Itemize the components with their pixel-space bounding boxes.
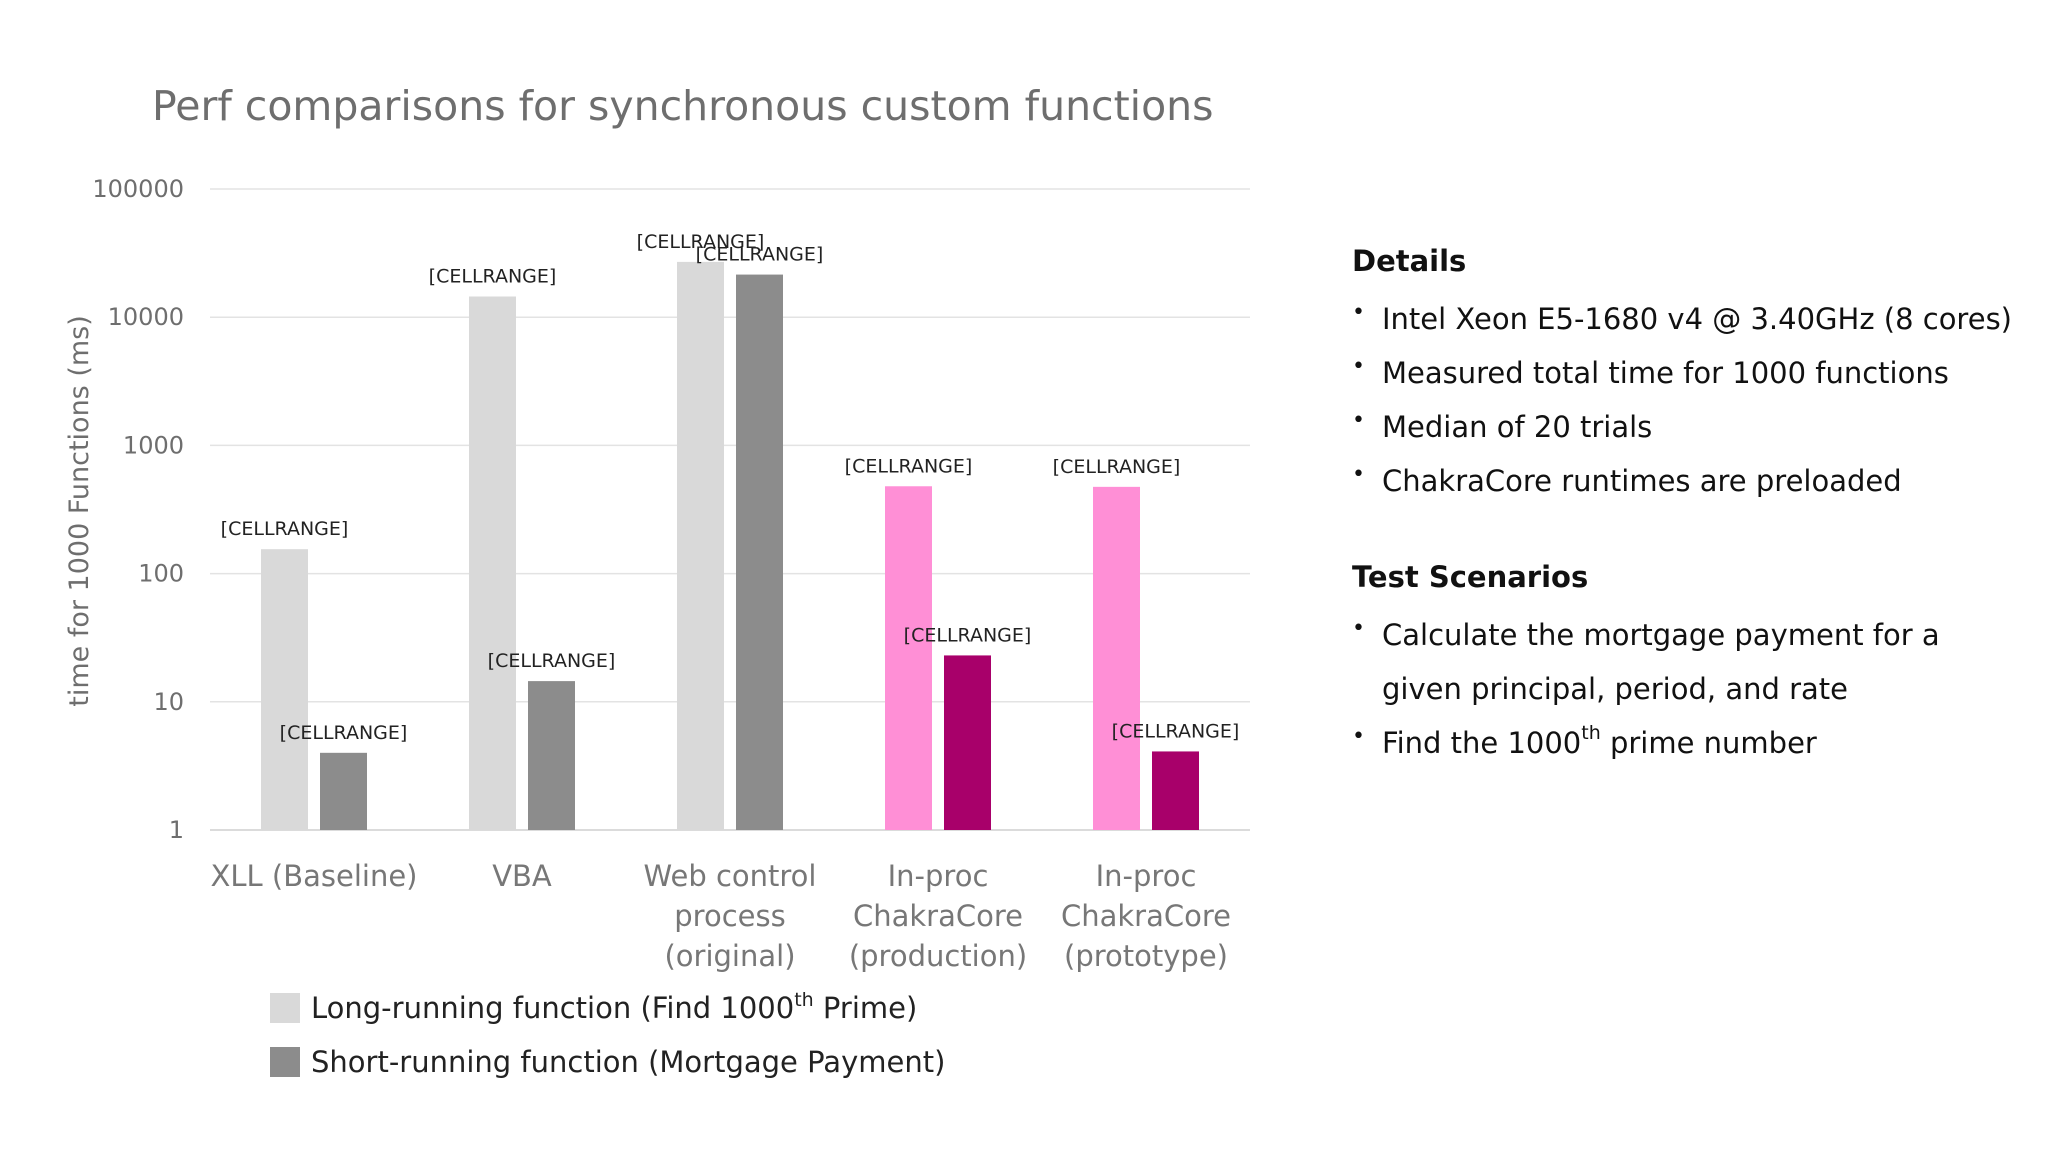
chart-title: Perf comparisons for synchronous custom …	[152, 82, 1214, 130]
data-label: [CELLRANGE]	[221, 518, 349, 540]
legend-swatch	[270, 993, 300, 1023]
details-heading: Details	[1352, 244, 1467, 278]
bar	[320, 752, 367, 830]
scenario-superscript: th	[1581, 722, 1601, 744]
y-axis-label: time for 1000 Functions (ms)	[64, 315, 95, 707]
details-item: Measured total time for 1000 functions	[1352, 340, 2012, 400]
bar	[1093, 486, 1140, 830]
details-section: Details Intel Xeon E5-1680 v4 @ 3.40GHz …	[1352, 240, 2012, 508]
data-label: [CELLRANGE]	[1053, 456, 1181, 478]
y-tick-label: 1	[169, 816, 184, 844]
bars	[261, 261, 1199, 830]
details-item: ChakraCore runtimes are preloaded	[1352, 448, 2012, 508]
x-category-label: VBA	[492, 859, 552, 893]
scenario-text: Find the 1000	[1382, 726, 1582, 760]
data-label: [CELLRANGE]	[488, 650, 616, 672]
gridlines	[210, 188, 1250, 831]
data-labels: [CELLRANGE][CELLRANGE][CELLRANGE][CELLRA…	[221, 231, 1240, 744]
scenario-text-end: prime number	[1600, 726, 1817, 760]
details-item: Median of 20 trials	[1352, 394, 2012, 454]
bar	[944, 655, 991, 830]
data-label: [CELLRANGE]	[280, 722, 408, 744]
y-tick-label: 10	[153, 688, 184, 716]
bar	[261, 549, 308, 830]
y-tick-label: 100	[138, 560, 184, 588]
scenario-item: Calculate the mortgage payment for a giv…	[1352, 602, 2012, 716]
data-label: [CELLRANGE]	[429, 266, 557, 288]
scenarios-list: Calculate the mortgage payment for a giv…	[1352, 602, 2012, 770]
bar	[736, 274, 783, 830]
details-item: Intel Xeon E5-1680 v4 @ 3.40GHz (8 cores…	[1352, 286, 2012, 346]
scenarios-heading: Test Scenarios	[1352, 560, 1589, 594]
x-category-label: XLL (Baseline)	[211, 859, 418, 893]
y-axis-ticks: 1 10 100 1000 10000 100000	[92, 175, 184, 844]
chart: Perf comparisons for synchronous custom …	[64, 82, 1250, 1079]
bar	[469, 296, 516, 830]
y-tick-label: 100000	[92, 175, 184, 203]
scenario-item: Find the 1000th prime number	[1352, 710, 2012, 770]
legend-swatch	[270, 1047, 300, 1077]
legend-label: Short-running function (Mortgage Payment…	[311, 1045, 945, 1079]
data-label: [CELLRANGE]	[1112, 720, 1240, 742]
legend-label: Long-running function (Find 1000th Prime…	[311, 989, 917, 1025]
y-tick-label: 10000	[108, 303, 184, 331]
data-label: [CELLRANGE]	[904, 624, 1032, 646]
bar	[677, 261, 724, 830]
y-tick-label: 1000	[123, 431, 184, 459]
data-label: [CELLRANGE]	[845, 455, 973, 477]
bar	[1152, 751, 1199, 830]
details-list: Intel Xeon E5-1680 v4 @ 3.40GHz (8 cores…	[1352, 286, 2012, 508]
data-label: [CELLRANGE]	[637, 231, 765, 253]
data-label: [CELLRANGE]	[696, 244, 824, 266]
scenarios-section: Test Scenarios Calculate the mortgage pa…	[1352, 556, 2012, 770]
bar	[885, 486, 932, 830]
side-panel: Details Intel Xeon E5-1680 v4 @ 3.40GHz …	[1352, 240, 2012, 770]
legend: Long-running function (Find 1000th Prime…	[270, 989, 945, 1079]
bar	[528, 681, 575, 830]
